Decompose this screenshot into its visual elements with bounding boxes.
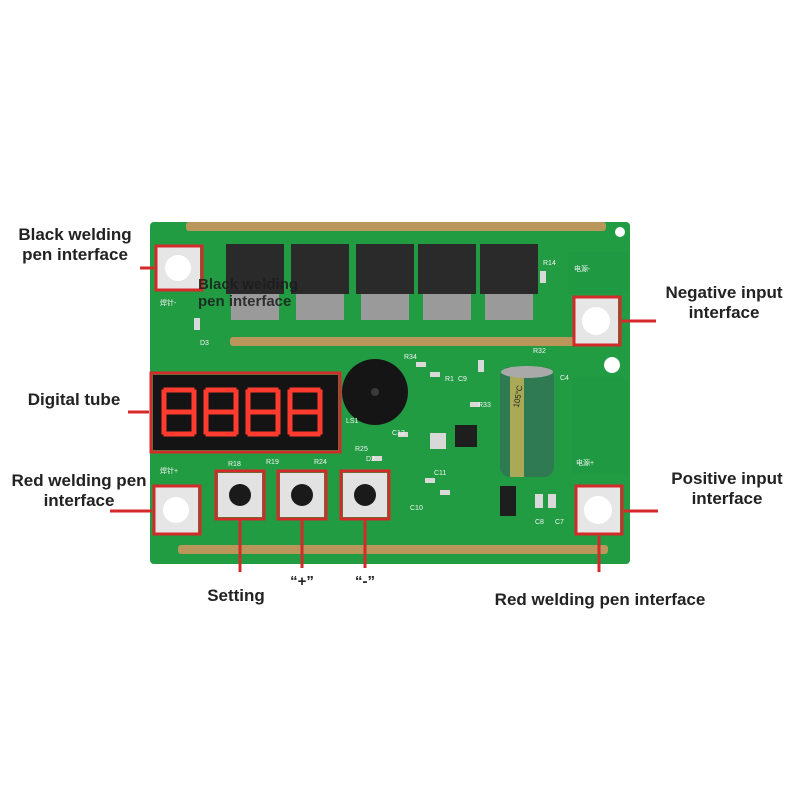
power-pour-mid (572, 378, 628, 474)
smd-5 (398, 432, 408, 437)
smd-9 (535, 494, 543, 508)
middle-copper-rail (230, 337, 582, 346)
digit-1 (161, 387, 197, 437)
smd-10 (548, 494, 556, 508)
smd-3 (430, 372, 440, 377)
smd-7 (425, 478, 435, 483)
silk-c10: C10 (410, 505, 423, 512)
silk-r25: R25 (355, 446, 368, 453)
silk-r18: R18 (228, 461, 241, 468)
silk-r32: R32 (533, 348, 546, 355)
display-digits (161, 387, 323, 437)
label-red-pen-interface-bottom: Red welding pen interface (494, 590, 706, 609)
silk-c8: C8 (535, 519, 544, 526)
label-black-pen-interface: Black welding pen interface (18, 225, 132, 264)
small-ic (430, 433, 446, 449)
positive-input-hole (584, 496, 612, 524)
corner-hole (615, 227, 625, 237)
top-copper-rail (186, 222, 606, 231)
silk-c7: C7 (555, 519, 564, 526)
smd-12 (540, 271, 546, 283)
callout-red-pen (152, 484, 202, 536)
silk-d3: D3 (200, 340, 209, 347)
silk-d2: D2 (366, 456, 375, 463)
digit-4 (287, 387, 323, 437)
mcu-chip (455, 425, 477, 447)
silk-r19: R19 (266, 459, 279, 466)
label-red-pen-interface: Red welding pen interface (11, 471, 147, 510)
smd-components (194, 271, 556, 508)
power-pour-top (568, 252, 628, 294)
capacitor-top (501, 366, 553, 378)
label-minus: “-” (355, 573, 375, 590)
silk-c4: C4 (560, 375, 569, 382)
electrolytic-capacitor (500, 366, 554, 477)
smd-1 (194, 318, 200, 330)
silk-c12: C12 (392, 430, 405, 437)
small-hole-1 (604, 357, 620, 373)
mosfet-1-tab (231, 294, 279, 320)
setting-button-cap (229, 484, 251, 506)
push-buttons (218, 473, 387, 517)
smd-4 (470, 402, 480, 407)
callouts (110, 244, 658, 572)
black-pen-hole (165, 255, 191, 281)
mosfet-4 (418, 244, 476, 294)
silk-r1: R1 (445, 376, 454, 383)
silk-power-bottom: 电源+ (576, 460, 595, 467)
callout-negative (572, 295, 622, 347)
label-negative-input-interface: Negative input interface (665, 283, 783, 322)
mosfet-3-tab (361, 294, 409, 320)
silk-r24: R24 (314, 459, 327, 466)
callout-black-pen (154, 244, 204, 292)
label-positive-input-interface: Positive input interface (671, 469, 783, 508)
capacitor-body (500, 367, 554, 477)
digital-tube-display (153, 375, 338, 450)
digit-3 (245, 387, 281, 437)
silk-power-top: 电源- (574, 266, 591, 273)
callout-positive (574, 484, 624, 536)
smd-8 (440, 490, 450, 495)
plus-button-cap (291, 484, 313, 506)
smd-6 (372, 456, 382, 461)
red-pen-hole (163, 497, 189, 523)
mosfet-2 (291, 244, 349, 294)
negative-input-hole (582, 307, 610, 335)
silk-r33: R33 (478, 402, 491, 409)
buzzer-hole (371, 388, 379, 396)
mosfet-5-tab (485, 294, 533, 320)
smd-11 (478, 360, 484, 372)
silk-ls1: LS1 (346, 418, 359, 425)
silk-r34: R34 (404, 354, 417, 361)
label-plus: “+” (290, 573, 314, 590)
overlay-black-pen-label: Black welding pen interface (198, 276, 299, 310)
silk-pen-top: 焊针- (160, 300, 177, 307)
silk-c11: C11 (434, 470, 447, 477)
capacitor-stripe (510, 367, 524, 477)
mosfet-2-tab (296, 294, 344, 320)
transistor-q (500, 486, 516, 516)
smd-2 (416, 362, 426, 367)
label-digital-tube: Digital tube (27, 390, 121, 409)
minus-button-cap (354, 484, 376, 506)
silk-pen-bottom: 焊针+ (160, 468, 179, 475)
mosfet-5 (480, 244, 538, 294)
silk-c9: C9 (458, 376, 467, 383)
mosfet-4-tab (423, 294, 471, 320)
bottom-copper-rail (178, 545, 608, 554)
digit-2 (203, 387, 239, 437)
silk-r14: R14 (543, 260, 556, 267)
mosfet-row (226, 244, 538, 320)
callout-display (149, 371, 342, 454)
label-setting: Setting (207, 586, 265, 605)
mosfet-3 (356, 244, 414, 294)
mosfet-1 (226, 244, 284, 294)
